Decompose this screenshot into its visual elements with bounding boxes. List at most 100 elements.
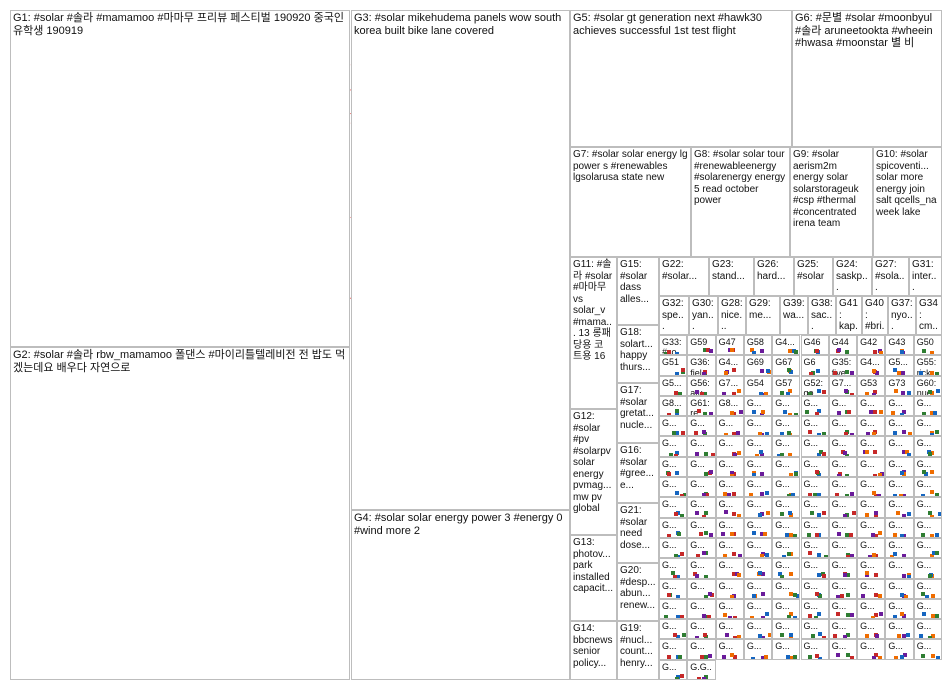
node-marker [765, 490, 770, 495]
small-group-label: G... [860, 458, 875, 469]
group-panel-g26: G26: hard... [754, 257, 794, 296]
small-group-label: G5... [662, 377, 682, 388]
small-group-cell: G7... [828, 375, 858, 396]
node-marker [723, 370, 728, 375]
node-marker [935, 492, 940, 497]
node-marker [737, 388, 742, 393]
small-group-cell: G58 [743, 335, 773, 356]
small-group-cell: G... [913, 477, 942, 498]
small-group-cell: G... [800, 558, 829, 579]
node-marker [836, 611, 841, 616]
small-group-cell: G... [743, 497, 773, 518]
node-marker [730, 348, 735, 353]
node-marker [814, 616, 819, 619]
small-group-label: G... [888, 519, 903, 530]
small-group-cell: G... [715, 416, 744, 437]
small-group-label: G... [662, 438, 677, 449]
node-marker [872, 392, 877, 395]
node-marker [731, 368, 736, 373]
small-group-label: G... [746, 458, 762, 469]
small-group-label: G... [888, 600, 903, 611]
node-marker [821, 452, 826, 456]
small-group-cell: G... [743, 578, 773, 599]
node-marker [706, 348, 711, 353]
small-group-label: G51 [662, 357, 680, 368]
small-group-label: G... [831, 438, 847, 449]
node-marker [919, 371, 924, 375]
node-marker [703, 471, 708, 476]
small-group-label: G46 [803, 337, 821, 347]
group-label-g23: G23: stand... [712, 259, 745, 282]
node-marker [680, 493, 685, 497]
group-panel-g13: G13: photov... park installed capacit... [570, 535, 617, 621]
group-panel-g2: G2: #solar #솔라 rbw_mamamoo 폴댄스 #마이리틀텔레비전… [10, 347, 350, 680]
small-group-cell: G... [913, 578, 942, 599]
small-group-cell: G... [857, 517, 886, 538]
small-group-cell: G... [828, 619, 858, 640]
small-group-cell: G... [800, 619, 829, 640]
node-marker [871, 432, 876, 436]
node-marker [708, 591, 713, 596]
node-marker [674, 351, 679, 355]
small-group-label: G... [746, 438, 762, 449]
node-marker [865, 391, 870, 395]
node-marker [922, 612, 927, 617]
node-marker [676, 654, 681, 659]
small-group-label: G... [860, 499, 875, 510]
small-group-cell: G8... [715, 395, 744, 417]
node-marker [706, 615, 711, 619]
small-group-label: G... [803, 418, 819, 429]
small-group-label: G58 [746, 337, 764, 347]
node-marker [776, 453, 781, 456]
node-marker [675, 676, 680, 679]
node-marker [792, 615, 797, 619]
node-marker [821, 636, 826, 639]
node-marker [935, 371, 940, 375]
node-marker [808, 430, 813, 435]
node-marker [722, 655, 727, 659]
group-panel-g37: G37: nyo... [888, 296, 916, 335]
node-marker [703, 392, 708, 395]
node-marker [900, 413, 905, 416]
small-group-label: G... [916, 418, 932, 429]
small-group-cell: G... [828, 497, 858, 518]
node-marker [850, 554, 855, 558]
group-panel-g21: G21: #solar need dose... [617, 503, 659, 563]
node-marker [921, 411, 926, 416]
node-marker [926, 450, 931, 455]
node-marker [873, 573, 878, 578]
node-marker [808, 655, 813, 659]
node-marker [676, 531, 681, 536]
group-label-g31: G31: inter... [912, 259, 937, 293]
small-group-cell: G... [800, 456, 829, 478]
node-marker [752, 351, 756, 355]
node-marker [923, 472, 928, 477]
node-marker [906, 574, 911, 578]
small-group-cell: G... [715, 497, 744, 518]
small-group-cell: G... [715, 619, 744, 640]
small-group-label: G... [831, 539, 847, 550]
node-marker [899, 534, 904, 537]
node-marker [750, 348, 755, 353]
small-group-cell: G33: #so... [659, 335, 688, 356]
node-marker [789, 592, 794, 597]
small-group-label: G... [888, 641, 903, 652]
node-marker [702, 430, 707, 435]
node-marker [666, 655, 671, 659]
node-marker [844, 369, 849, 374]
small-group-cell: G... [743, 537, 773, 559]
small-group-cell: G... [913, 497, 942, 518]
small-group-cell: G... [857, 578, 886, 599]
small-group-label: G50 [916, 337, 934, 347]
small-group-label: G... [662, 539, 677, 550]
node-marker [675, 471, 680, 476]
small-group-label: G... [775, 499, 790, 510]
node-marker [815, 349, 820, 354]
node-marker [754, 453, 759, 456]
small-group-cell: G8... [659, 395, 688, 417]
node-marker [840, 449, 845, 454]
node-marker [845, 573, 850, 578]
node-marker [668, 453, 673, 456]
node-marker [694, 636, 699, 639]
small-group-label: G... [803, 397, 819, 408]
